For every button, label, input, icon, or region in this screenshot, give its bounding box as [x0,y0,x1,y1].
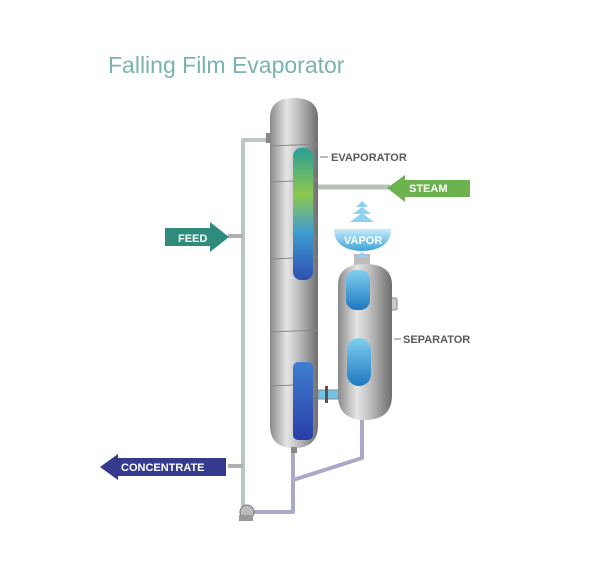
vapor-chevrons-icon [350,201,374,258]
vapor-connector-pipe [317,389,341,400]
separator-drain-pipe [292,418,364,482]
separator-vessel [338,254,398,420]
diagram-title: Falling Film Evaporator [108,52,345,78]
recirculation-pipe [243,445,295,514]
concentrate-arrow: CONCENTRATE [100,454,226,480]
concentrate-label: CONCENTRATE [121,462,205,474]
steam-arrow: STEAM [387,175,470,202]
steam-label: STEAM [409,183,448,195]
evaporator-label: EVAPORATOR [331,152,407,164]
separator-label: SEPARATOR [403,334,470,346]
feed-pipe [241,138,270,512]
pump-icon [239,504,255,521]
feed-arrow: FEED [165,222,229,252]
evaporator-vessel [266,98,319,453]
feed-label: FEED [178,233,207,245]
vapor-label: VAPOR [344,235,382,247]
evaporator-tube-lower [293,362,313,440]
pipes [228,138,390,514]
evaporator-tube-upper [293,148,313,280]
vapor-indicator: VAPOR [334,201,391,258]
